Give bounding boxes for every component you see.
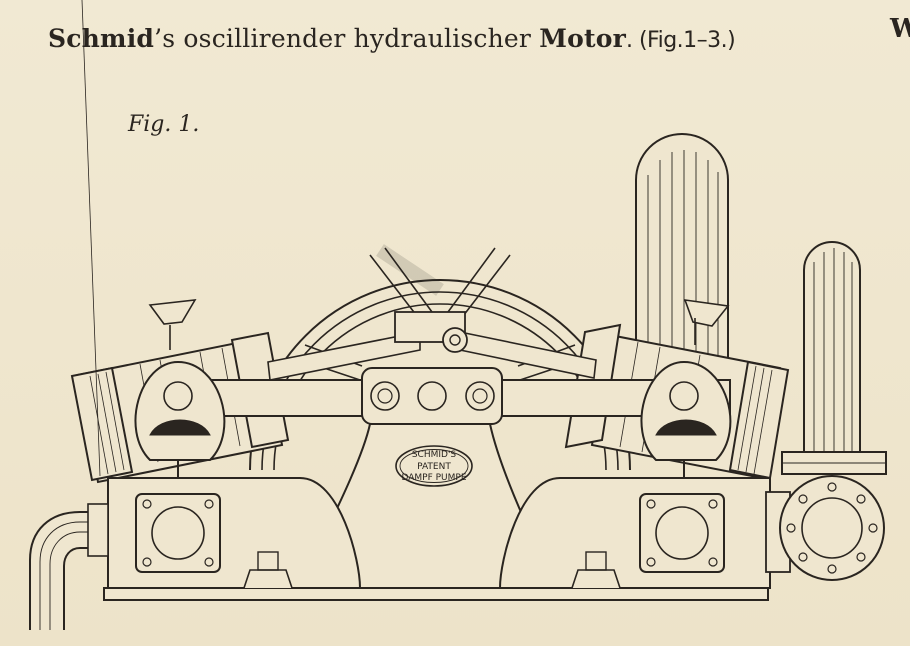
title-fig-reference: . (Fig.1–3.) (625, 28, 736, 53)
left-square-flange (135, 493, 221, 573)
corner-letter: W (890, 14, 910, 44)
right-yoke (640, 360, 732, 492)
left-pipe (29, 503, 109, 630)
figure-label: Fig. 1. (128, 112, 200, 137)
frame-beam (149, 367, 731, 425)
left-yoke (134, 360, 226, 492)
right-square-flange (639, 493, 725, 573)
tall-air-vessel (635, 133, 729, 360)
title-motor: Motor (539, 24, 626, 53)
nameplate-line1: SCHMID'S (412, 450, 457, 460)
central-standard: SCHMID'S PATENT DAMPF PUMPE (298, 423, 562, 589)
nameplate-line3: DAMPF PUMPE (401, 473, 466, 483)
nameplate-line2: PATENT (417, 462, 451, 472)
piston-rods (267, 311, 597, 381)
round-flange (765, 475, 885, 581)
page-title: Schmid’s oscillirender hydraulischer Mot… (48, 24, 736, 53)
short-air-vessel (781, 241, 887, 475)
title-name: Schmid (48, 24, 155, 53)
title-rest: ’s oscillirender hydraulischer (154, 24, 540, 53)
